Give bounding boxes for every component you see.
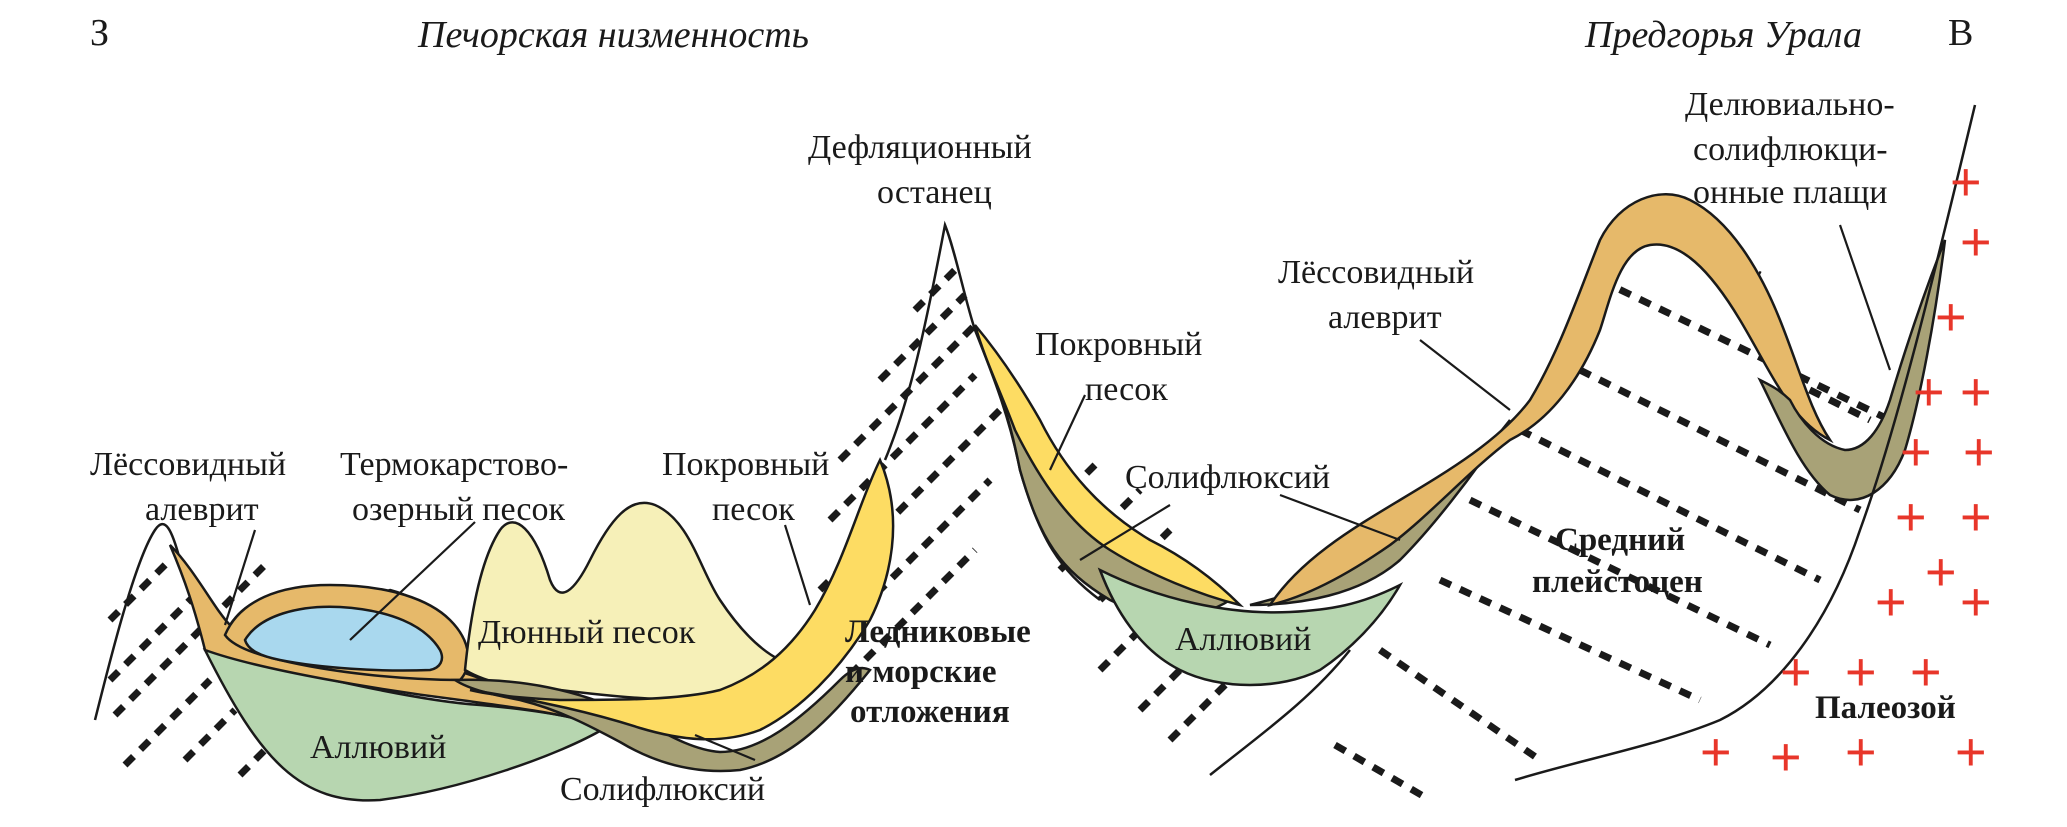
label-loess-left-2: алеврит bbox=[145, 491, 259, 528]
plus-mark: + bbox=[1950, 152, 1982, 212]
leader-lines bbox=[223, 224, 1892, 762]
paleozoic-crosses: + + + + + + + + + + + + + + + + + + + bbox=[1700, 152, 1995, 787]
plus-mark: + bbox=[1960, 487, 1992, 547]
label-deluvial-1: Делювиально- bbox=[1685, 86, 1895, 123]
left-ridge-outline bbox=[93, 523, 182, 721]
region-right-title: Предгорья Урала bbox=[1584, 14, 1862, 56]
label-glacial-3: отложения bbox=[850, 694, 1010, 730]
label-cover-sand-mid-1: Покровный bbox=[1035, 326, 1202, 363]
cover-sand-left-body bbox=[469, 456, 895, 741]
label-deflation-1: Дефляционный bbox=[808, 129, 1032, 166]
plus-mark: + bbox=[1900, 422, 1932, 482]
plus-mark: + bbox=[1925, 542, 1957, 602]
plus-mark: + bbox=[1960, 362, 1992, 422]
thermokarst-lake-sand bbox=[243, 605, 444, 672]
label-thermokarst-2: озерный песок bbox=[352, 491, 565, 528]
label-solifluction-left: Солифлюксий bbox=[560, 771, 765, 808]
plus-mark: + bbox=[1845, 722, 1877, 782]
paleozoic-boundary-line bbox=[1514, 104, 1977, 782]
plus-mark: + bbox=[1700, 722, 1732, 782]
label-cover-sand-left-2: песок bbox=[712, 491, 795, 528]
label-middle-pleistocene-1: Средний bbox=[1555, 522, 1685, 558]
label-glacial-1: Ледниковые bbox=[845, 614, 1031, 650]
plus-mark: + bbox=[1913, 362, 1945, 422]
plus-mark: + bbox=[1780, 642, 1812, 702]
direction-west: З bbox=[90, 12, 109, 54]
direction-east: В bbox=[1948, 12, 1973, 54]
label-loess-left-1: Лёссовидный bbox=[90, 446, 286, 483]
label-solifluction-mid: Солифлюксий bbox=[1125, 459, 1330, 496]
plus-mark: + bbox=[1960, 572, 1992, 632]
label-alluvium-mid: Аллювий bbox=[1175, 621, 1311, 658]
plus-mark: + bbox=[1910, 642, 1942, 702]
label-glacial-2: и морские bbox=[845, 654, 996, 690]
label-cover-sand-left-1: Покровный bbox=[662, 446, 829, 483]
region-left-title: Печорская низменность bbox=[417, 14, 809, 56]
label-middle-pleistocene-2: плейстоцен bbox=[1532, 564, 1703, 600]
plus-mark: + bbox=[1963, 422, 1995, 482]
loess-right-body bbox=[1267, 193, 1834, 607]
label-deluvial-2: солифлюкци- bbox=[1693, 131, 1888, 168]
plus-mark: + bbox=[1845, 642, 1877, 702]
label-alluvium-left: Аллювий bbox=[310, 729, 446, 766]
label-deflation-2: останец bbox=[877, 174, 992, 211]
valley-floor-line bbox=[1209, 649, 1351, 776]
label-paleozoic: Палеозой bbox=[1815, 690, 1956, 726]
cover-sand-mid-body bbox=[973, 324, 1245, 608]
plus-mark: + bbox=[1770, 727, 1802, 787]
plus-mark: + bbox=[1955, 722, 1987, 782]
label-loess-right-1: Лёссовидный bbox=[1278, 254, 1474, 291]
label-loess-right-2: алеврит bbox=[1328, 299, 1442, 336]
plus-mark: + bbox=[1960, 212, 1992, 272]
label-cover-sand-mid-2: песок bbox=[1085, 371, 1168, 408]
label-thermokarst-1: Термокарстово- bbox=[340, 446, 568, 483]
plus-mark: + bbox=[1895, 487, 1927, 547]
dune-sand-body bbox=[463, 501, 782, 702]
alluvium-mid-body bbox=[1097, 567, 1404, 687]
plus-mark: + bbox=[1875, 572, 1907, 632]
plus-mark: + bbox=[1935, 287, 1967, 347]
label-dune-sand: Дюнный песок bbox=[478, 614, 696, 651]
label-deluvial-3: онные плащи bbox=[1693, 174, 1887, 211]
middle-pleistocene-hatching bbox=[1333, 211, 1892, 804]
